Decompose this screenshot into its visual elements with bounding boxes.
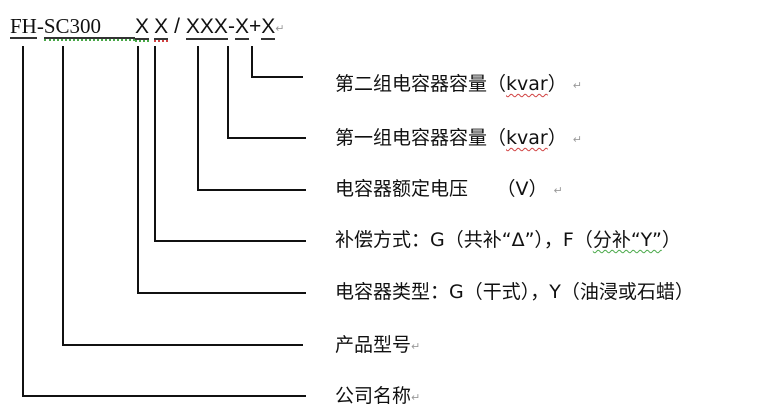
- label-unit: kvar: [506, 73, 548, 95]
- label-suffix: ）: [547, 127, 567, 149]
- label-group2-capacity: 第二组电容器容量（kvar） ↵: [335, 72, 582, 98]
- grammar-squiggle: [135, 38, 150, 42]
- label-text: 第二组电容器容量（: [335, 73, 507, 95]
- connector-product: [62, 46, 303, 346]
- label-text: 电容器类型：G（干式），Y（油浸或石蜡）: [335, 281, 694, 303]
- code-company: FH: [10, 14, 37, 39]
- code-group2: X: [261, 15, 276, 40]
- label-group1-capacity: 第一组电容器容量（kvar） ↵: [335, 126, 582, 152]
- label-suffix: ）: [661, 229, 681, 251]
- label-underlined: 分补“Y”: [592, 229, 662, 251]
- paragraph-mark-icon: ↵: [411, 340, 421, 353]
- code-voltage: XXX: [185, 15, 228, 40]
- code-product: SC300: [43, 14, 136, 41]
- connector-cap-type: [137, 46, 306, 294]
- grammar-squiggle: [43, 37, 136, 41]
- code-dash: -: [36, 14, 44, 38]
- label-text: 补偿方式：G（共补“Δ”），F（: [335, 229, 593, 251]
- connector-company: [22, 46, 306, 397]
- spell-squiggle: [154, 38, 169, 42]
- code-cap-type: X: [154, 15, 169, 42]
- label-unit: kvar: [506, 127, 548, 149]
- label-text: 公司名称: [335, 385, 412, 407]
- paragraph-mark-icon: ↵: [572, 133, 582, 146]
- code-cap-type-text: X: [154, 15, 169, 38]
- paragraph-mark-icon: ↵: [275, 22, 285, 35]
- label-capacitor-type: 电容器类型：G（干式），Y（油浸或石蜡）: [335, 280, 694, 304]
- label-rated-voltage: 电容器额定电压 （V） ↵: [335, 177, 563, 203]
- label-text: 电容器额定电压 （V）: [335, 178, 548, 200]
- label-text: 第一组电容器容量（: [335, 127, 507, 149]
- label-company-name: 公司名称↵: [335, 384, 420, 410]
- connector-group2: [251, 46, 303, 78]
- label-product-model: 产品型号↵: [335, 333, 420, 359]
- label-text: 产品型号: [335, 334, 412, 356]
- connector-group1: [227, 46, 306, 139]
- code-group1: X: [234, 15, 249, 40]
- connector-voltage: [197, 46, 306, 191]
- code-comp-mode-text: X: [135, 15, 150, 38]
- paragraph-mark-icon: ↵: [572, 79, 582, 92]
- code-dash: -: [227, 15, 235, 38]
- code-product-text: SC300: [43, 14, 102, 38]
- paragraph-mark-icon: ↵: [411, 391, 421, 404]
- connector-comp-mode: [154, 46, 306, 242]
- label-suffix: ）: [547, 73, 567, 95]
- code-comp-mode: X: [135, 15, 150, 42]
- label-compensation-mode: 补偿方式：G（共补“Δ”），F（分补“Y”）: [335, 228, 681, 252]
- code-slash: /: [174, 15, 180, 38]
- code-plus: +: [248, 15, 262, 38]
- paragraph-mark-icon: ↵: [553, 184, 563, 197]
